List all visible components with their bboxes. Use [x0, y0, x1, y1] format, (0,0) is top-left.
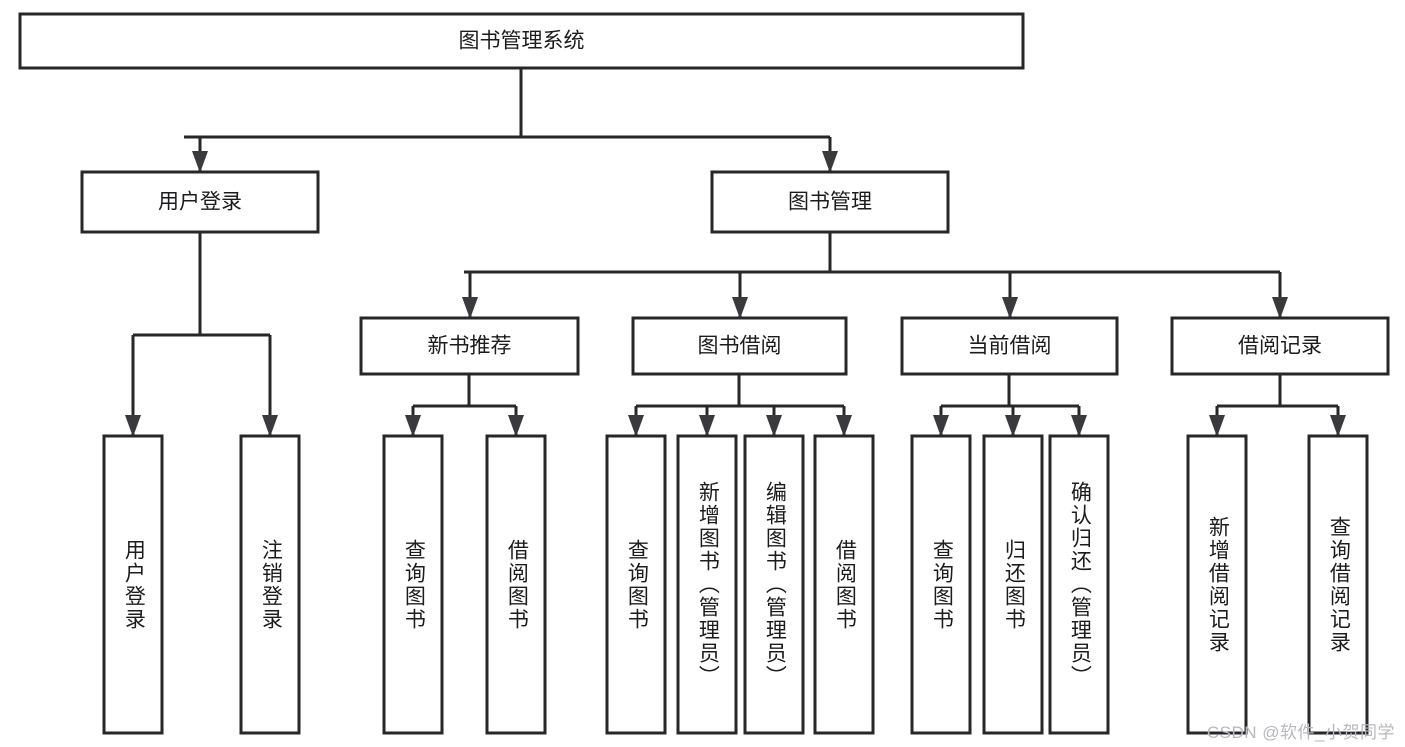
node-box-leaf-query-book-1[interactable]	[382, 434, 444, 735]
node-box-leaf-borrow-book-2[interactable]	[813, 434, 875, 735]
arrow-head-icon	[732, 297, 748, 319]
edge-book-borrow-to-leaf-add-book	[699, 406, 715, 437]
node-leaf-query-book-2[interactable]	[605, 434, 667, 735]
node-leaf-user-logout[interactable]	[239, 434, 301, 735]
arrow-head-icon	[1330, 415, 1346, 437]
node-box-borrow-record[interactable]	[1170, 316, 1390, 376]
node-box-leaf-return-book[interactable]	[982, 434, 1044, 735]
connector-group-bus-new-book-rec	[413, 374, 516, 408]
connector-layer	[125, 68, 1346, 437]
connector-group-bus-book-manage	[464, 232, 1280, 274]
arrow-head-icon	[699, 415, 715, 437]
node-root[interactable]: 图书管理系统	[18, 12, 1025, 70]
edge-current-borrow-to-leaf-confirm-return	[1071, 406, 1087, 437]
node-leaf-user-login[interactable]	[102, 434, 164, 735]
node-leaf-borrow-book-2[interactable]	[813, 434, 875, 735]
edge-book-manage-to-current-borrow	[1002, 272, 1018, 319]
arrow-head-icon	[405, 415, 421, 437]
node-box-book-borrow[interactable]	[631, 316, 848, 376]
edge-new-book-rec-to-leaf-borrow-book-1	[508, 406, 524, 437]
node-box-new-book-rec[interactable]	[359, 316, 580, 376]
node-box-leaf-add-record[interactable]	[1186, 434, 1248, 735]
edge-book-manage-to-borrow-record	[1272, 272, 1288, 319]
arrow-head-icon	[1272, 297, 1288, 319]
edge-current-borrow-to-leaf-query-book-3	[933, 406, 949, 437]
node-box-user-login[interactable]	[80, 170, 320, 234]
node-current-borrow[interactable]: 当前借阅	[900, 316, 1119, 376]
arrow-head-icon	[1005, 415, 1021, 437]
node-box-leaf-query-book-2[interactable]	[605, 434, 667, 735]
edge-root-to-user-login	[192, 137, 208, 173]
edge-book-borrow-to-leaf-borrow-book-2	[836, 406, 852, 437]
node-leaf-confirm-return[interactable]	[1048, 434, 1110, 735]
node-box-leaf-user-login[interactable]	[102, 434, 164, 735]
node-leaf-add-record[interactable]	[1186, 434, 1248, 735]
arrow-head-icon	[836, 415, 852, 437]
node-box-root[interactable]	[18, 12, 1025, 70]
arrow-head-icon	[462, 297, 478, 319]
node-leaf-return-book[interactable]	[982, 434, 1044, 735]
arrow-head-icon	[1071, 415, 1087, 437]
node-label-book-borrow: 图书借阅	[698, 335, 782, 358]
node-leaf-query-book-3[interactable]	[910, 434, 972, 735]
node-label-current-borrow: 当前借阅	[968, 335, 1052, 358]
arrow-head-icon	[192, 151, 208, 173]
node-label-book-manage: 图书管理	[788, 191, 872, 214]
node-box-leaf-add-book[interactable]	[676, 434, 738, 735]
node-borrow-record[interactable]: 借阅记录	[1170, 316, 1390, 376]
node-leaf-edit-book[interactable]	[743, 434, 805, 735]
edge-book-manage-to-book-borrow	[732, 272, 748, 319]
node-box-current-borrow[interactable]	[900, 316, 1119, 376]
edge-borrow-record-to-leaf-query-record	[1330, 406, 1346, 437]
node-box-leaf-borrow-book-1[interactable]	[485, 434, 547, 735]
node-book-manage[interactable]: 图书管理	[710, 170, 950, 234]
edge-user-login-to-leaf-user-login	[125, 335, 141, 437]
watermark-text: CSDN @软件_小贺同学	[1206, 723, 1395, 742]
edge-current-borrow-to-leaf-return-book	[1005, 406, 1021, 437]
edge-user-login-to-leaf-user-logout	[262, 335, 278, 437]
arrow-head-icon	[628, 415, 644, 437]
edge-book-borrow-to-leaf-query-book-2	[628, 406, 644, 437]
arrow-head-icon	[1002, 297, 1018, 319]
node-label-root: 图书管理系统	[459, 30, 585, 53]
arrow-head-icon	[822, 151, 838, 173]
node-box-book-manage[interactable]	[710, 170, 950, 234]
edge-book-manage-to-new-book-rec	[462, 272, 478, 319]
arrow-head-icon	[125, 415, 141, 437]
node-label-new-book-rec: 新书推荐	[428, 335, 512, 358]
node-label-borrow-record: 借阅记录	[1238, 335, 1322, 358]
node-leaf-borrow-book-1[interactable]	[485, 434, 547, 735]
connector-group-bus-root	[184, 68, 830, 139]
connector-group-bus-borrow-record	[1217, 374, 1338, 408]
node-book-borrow[interactable]: 图书借阅	[631, 316, 848, 376]
node-box-leaf-query-book-3[interactable]	[910, 434, 972, 735]
arrow-head-icon	[1209, 415, 1225, 437]
edge-borrow-record-to-leaf-add-record	[1209, 406, 1225, 437]
node-box-leaf-edit-book[interactable]	[743, 434, 805, 735]
node-label-user-login: 用户登录	[158, 191, 242, 214]
node-leaf-query-record[interactable]	[1307, 434, 1369, 735]
node-box-leaf-user-logout[interactable]	[239, 434, 301, 735]
arrow-head-icon	[933, 415, 949, 437]
connector-group-bus-user-login	[133, 232, 270, 337]
node-box-leaf-confirm-return[interactable]	[1048, 434, 1110, 735]
node-box-leaf-query-record[interactable]	[1307, 434, 1369, 735]
edge-book-borrow-to-leaf-edit-book	[766, 406, 782, 437]
arrow-head-icon	[508, 415, 524, 437]
arrow-head-icon	[766, 415, 782, 437]
connector-group-bus-current-borrow	[941, 374, 1079, 408]
connector-group-bus-book-borrow	[636, 374, 844, 408]
edge-new-book-rec-to-leaf-query-book-1	[405, 406, 421, 437]
node-leaf-query-book-1[interactable]	[382, 434, 444, 735]
edge-root-to-book-manage	[822, 137, 838, 173]
node-new-book-rec[interactable]: 新书推荐	[359, 316, 580, 376]
node-leaf-add-book[interactable]	[676, 434, 738, 735]
node-user-login[interactable]: 用户登录	[80, 170, 320, 234]
arrow-head-icon	[262, 415, 278, 437]
